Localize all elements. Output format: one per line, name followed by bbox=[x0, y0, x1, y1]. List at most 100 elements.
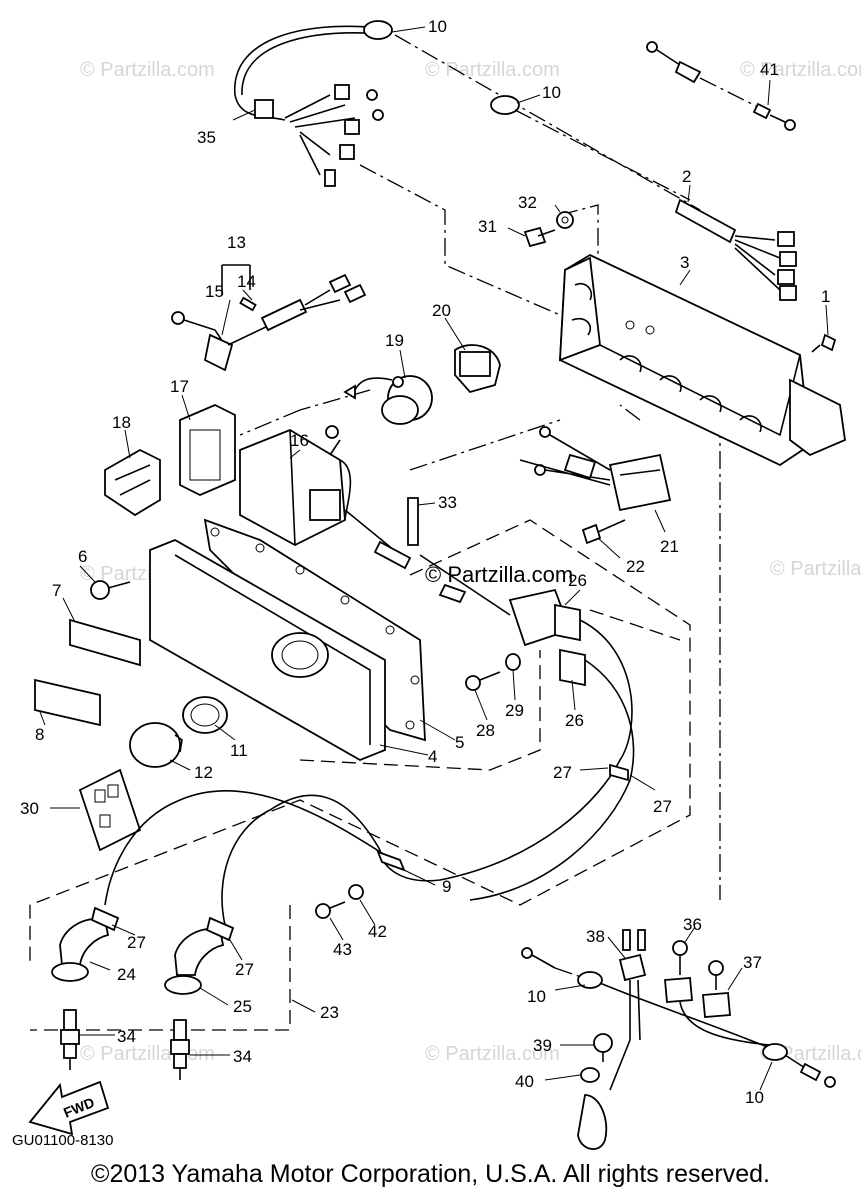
callout: 17 bbox=[170, 377, 189, 396]
ignition-coil-26 bbox=[419, 554, 586, 687]
callout: 9 bbox=[442, 877, 451, 896]
callout: 1 bbox=[821, 287, 830, 306]
leader-lines bbox=[39, 26, 829, 1091]
callout: 7 bbox=[52, 581, 61, 600]
watermark: © Partzilla.com bbox=[80, 59, 215, 81]
watermark: © Partzilla.com bbox=[425, 59, 560, 81]
callout: 14 bbox=[237, 272, 256, 291]
assembly-boundaries bbox=[29, 519, 691, 1031]
washer-29 bbox=[505, 653, 521, 671]
callout: 18 bbox=[112, 413, 131, 432]
ignition-leads-9 bbox=[104, 619, 635, 926]
switch-37 bbox=[702, 960, 731, 1018]
bracket-18 bbox=[104, 448, 161, 517]
watermark: © Partzilla.com bbox=[740, 59, 861, 81]
callout: 27 bbox=[553, 763, 572, 782]
rectifier-21 bbox=[519, 426, 672, 512]
callout: 37 bbox=[743, 953, 762, 972]
callout: 2 bbox=[682, 167, 691, 186]
collar-42 bbox=[348, 884, 364, 900]
callout: 27 bbox=[235, 960, 254, 979]
callout: 11 bbox=[230, 741, 248, 760]
callout: 5 bbox=[455, 733, 464, 752]
callout: 33 bbox=[438, 493, 457, 512]
callout: 12 bbox=[194, 763, 213, 782]
cover-4 bbox=[149, 539, 386, 761]
spark-plug-34-right bbox=[170, 1019, 190, 1080]
callouts: 10 10 41 35 2 32 31 3 1 13 14 15 20 19 1… bbox=[20, 17, 830, 1107]
callout: 19 bbox=[385, 331, 404, 350]
callout: 6 bbox=[78, 547, 87, 566]
callout: 26 bbox=[565, 711, 584, 730]
callout: 20 bbox=[432, 301, 451, 320]
bolt-6 bbox=[90, 580, 131, 600]
callout: 43 bbox=[333, 940, 352, 959]
callout: 32 bbox=[518, 193, 537, 212]
switch-36 bbox=[664, 940, 771, 1046]
callout: 27 bbox=[127, 933, 146, 952]
lead-10-lower-left bbox=[521, 947, 771, 1049]
watermark: © Partzilla.com bbox=[425, 1043, 560, 1065]
callout: 26 bbox=[568, 571, 587, 590]
callout: 10 bbox=[428, 17, 447, 36]
callout: 25 bbox=[233, 997, 252, 1016]
ground-lead-41 bbox=[646, 41, 796, 131]
washer-40 bbox=[580, 1067, 600, 1083]
callout: 4 bbox=[428, 747, 437, 766]
callout: 41 bbox=[760, 60, 779, 79]
seal-11 bbox=[182, 696, 228, 734]
callout: 23 bbox=[320, 1003, 339, 1022]
callout: 42 bbox=[368, 922, 387, 941]
sensor-38 bbox=[618, 929, 647, 1041]
bolt-22 bbox=[581, 519, 626, 545]
callout: 38 bbox=[586, 927, 605, 946]
watermark-center: © Partzilla.com bbox=[425, 562, 573, 587]
callout: 28 bbox=[476, 721, 495, 740]
watermark: © Partzilla.com bbox=[80, 1043, 215, 1065]
callout: 22 bbox=[626, 557, 645, 576]
callout: 13 bbox=[227, 233, 246, 252]
label-7 bbox=[69, 618, 141, 667]
callout: 24 bbox=[117, 965, 136, 984]
cdi-unit-16 bbox=[239, 425, 412, 570]
callout: 29 bbox=[505, 701, 524, 720]
callout: 21 bbox=[660, 537, 679, 556]
callout: 40 bbox=[515, 1072, 534, 1091]
lead-10-lower-right bbox=[762, 1043, 836, 1088]
forward-arrow-icon: FWD bbox=[28, 1080, 110, 1136]
watermark: © Partzilla.com bbox=[770, 558, 861, 580]
callout: 3 bbox=[680, 253, 689, 272]
diagram-code: GU01100-8130 bbox=[12, 1132, 114, 1149]
cable-2 bbox=[674, 198, 797, 301]
callout: 27 bbox=[653, 797, 672, 816]
fuse-lead-13 bbox=[171, 264, 367, 372]
copyright-notice: ©2013 Yamaha Motor Corporation, U.S.A. A… bbox=[91, 1160, 770, 1188]
screw-28 bbox=[465, 671, 501, 691]
callout: 10 bbox=[542, 83, 561, 102]
holder-30 bbox=[78, 768, 142, 852]
tie-33 bbox=[407, 497, 419, 546]
starter-relay-19 bbox=[343, 375, 433, 425]
wire-harness-35 bbox=[234, 20, 691, 201]
bolt-31-washer-32 bbox=[523, 211, 574, 248]
plug-cap-25 bbox=[164, 916, 235, 995]
callout: 34 bbox=[233, 1047, 252, 1066]
bolt-39 bbox=[593, 1033, 613, 1062]
cap-12 bbox=[129, 722, 183, 768]
bolt-43 bbox=[315, 901, 346, 919]
bolt-1 bbox=[811, 333, 837, 353]
plug-cap-24 bbox=[51, 906, 120, 982]
callout: 16 bbox=[290, 431, 309, 450]
bracket-17 bbox=[179, 404, 236, 496]
label-8 bbox=[34, 678, 101, 727]
callout: 31 bbox=[478, 217, 497, 236]
callout: 15 bbox=[205, 282, 224, 301]
spark-plug-34-left bbox=[60, 1009, 80, 1070]
relay-20 bbox=[454, 344, 501, 394]
electrical-box-3 bbox=[559, 253, 846, 467]
callout: 35 bbox=[197, 128, 216, 147]
callout: 10 bbox=[745, 1088, 764, 1107]
callout: 39 bbox=[533, 1036, 552, 1055]
callout: 36 bbox=[683, 915, 702, 934]
